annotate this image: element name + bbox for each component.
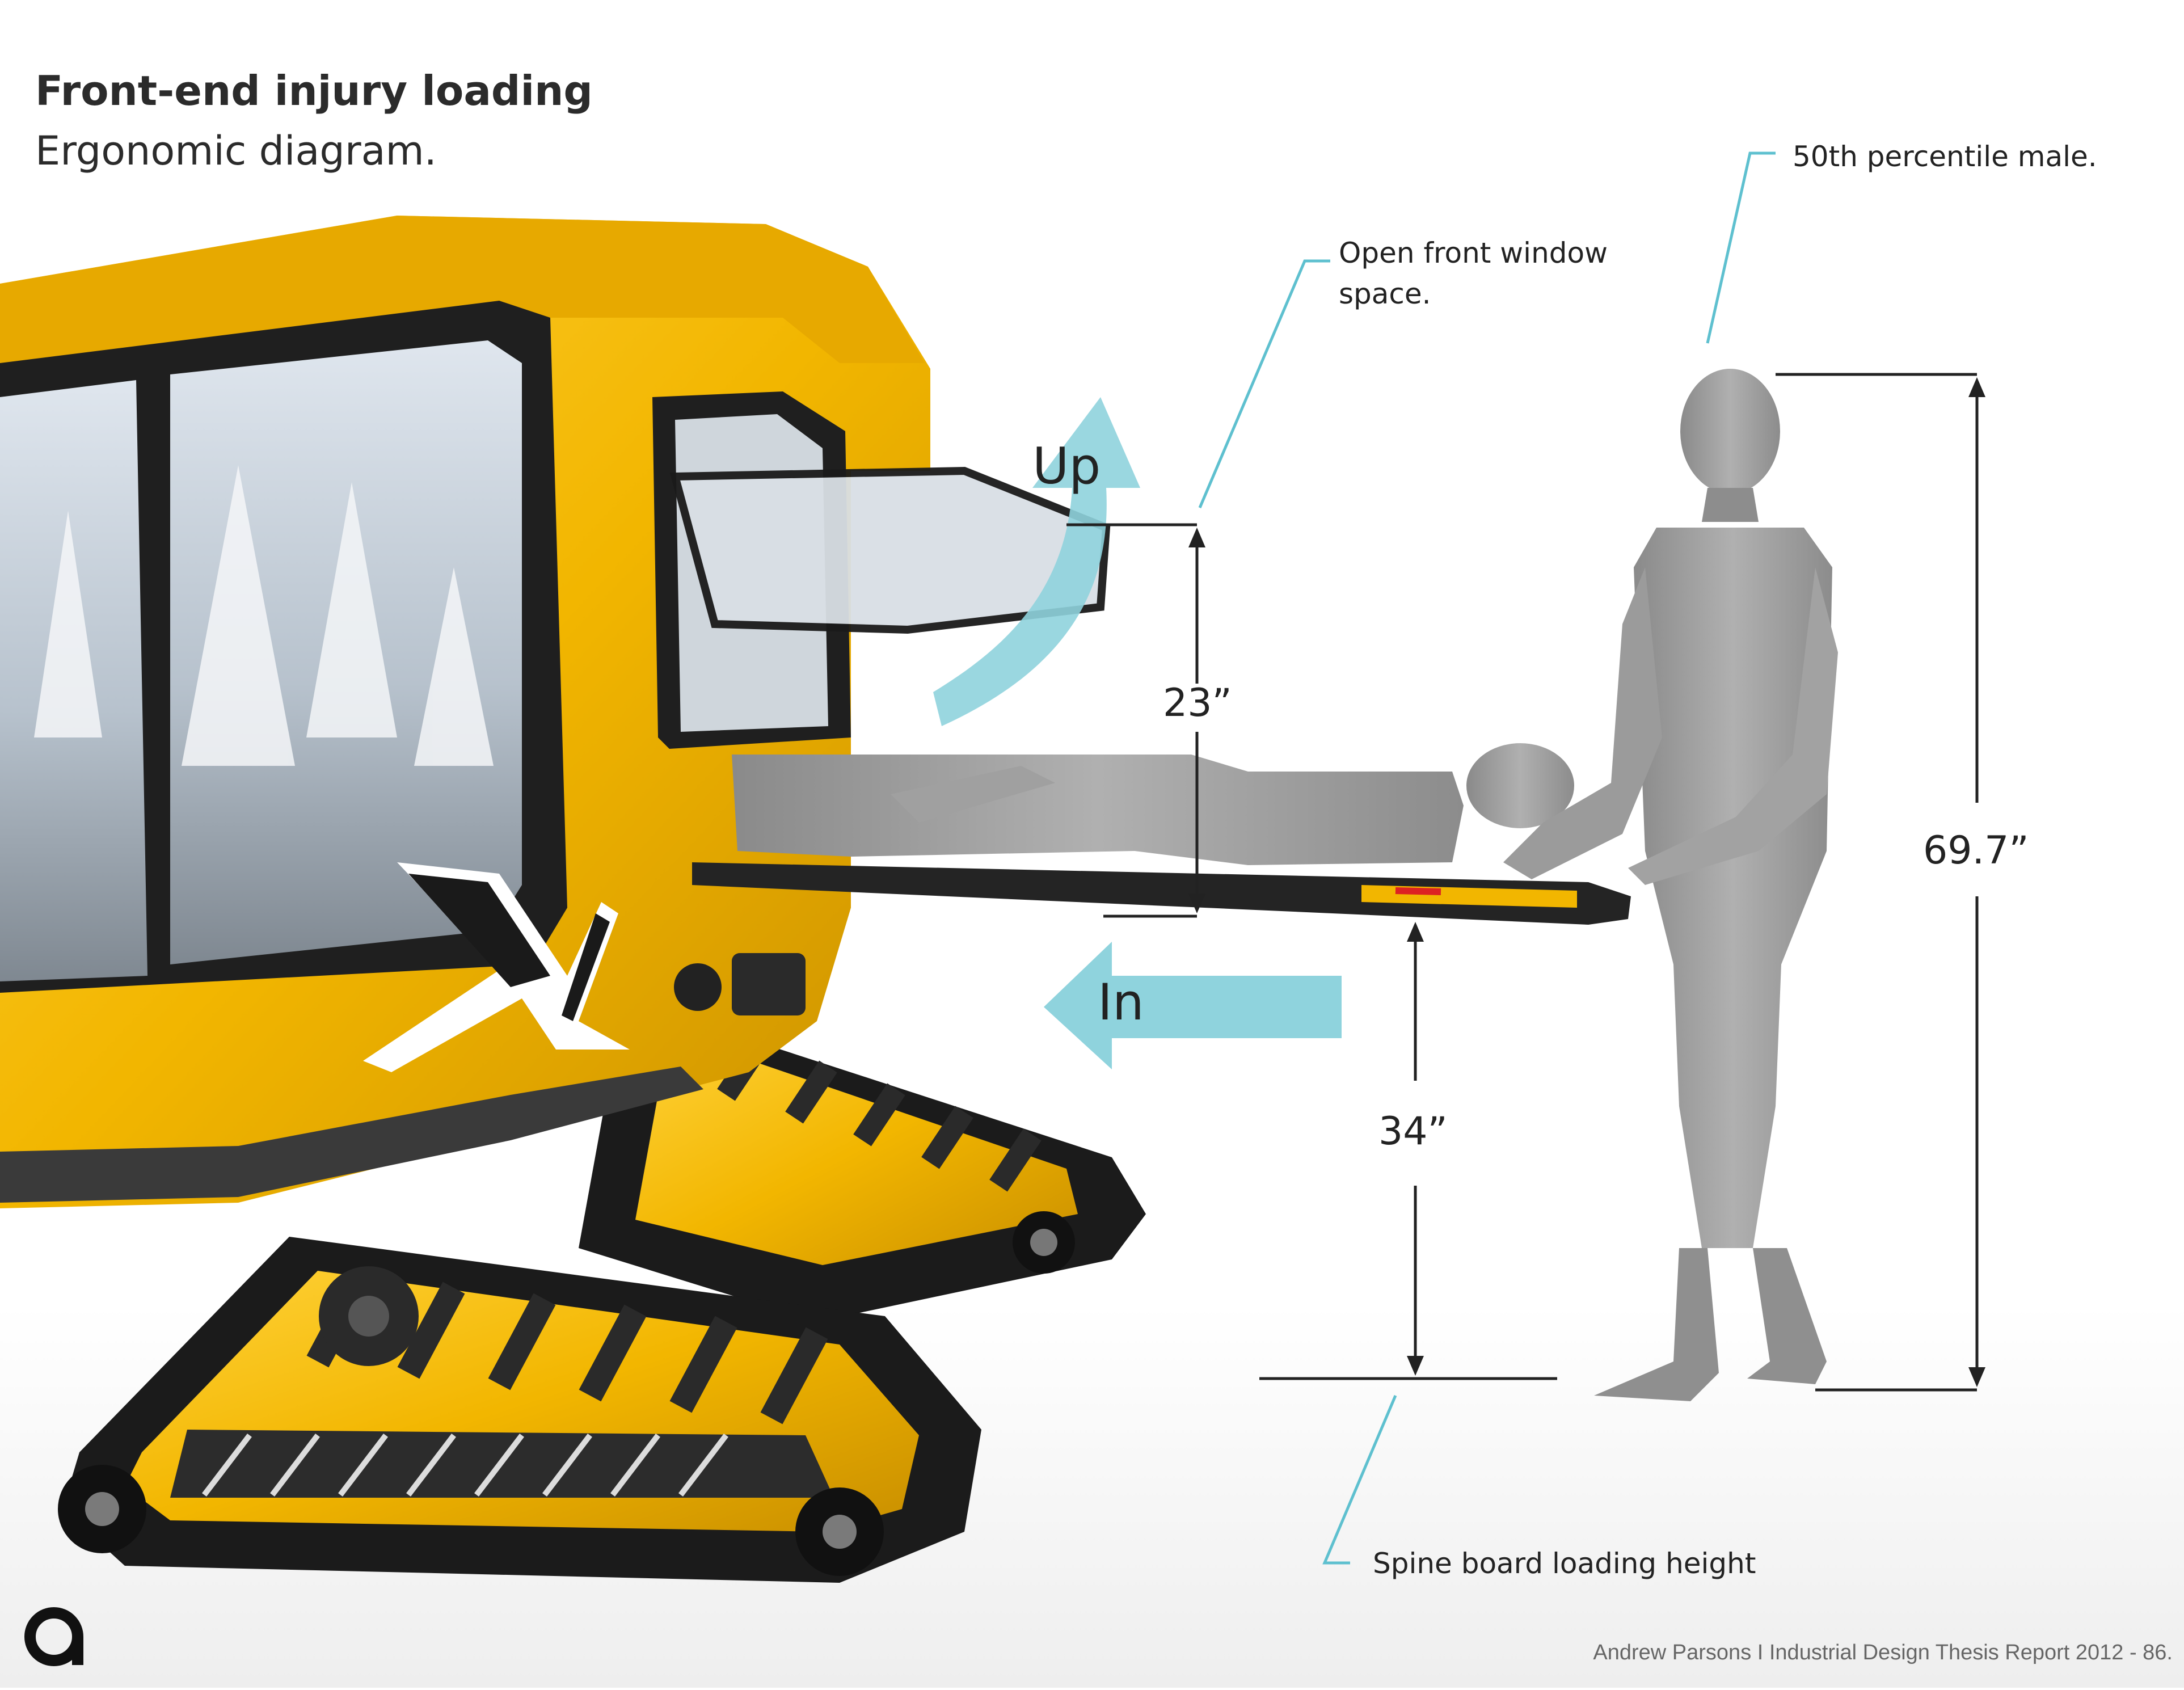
rescue-vehicle [0,216,1146,1583]
page-subtitle: Ergonomic diagram. [35,128,437,174]
up-arrow [933,397,1140,726]
board-height-dimension-label: 34” [1378,1109,1448,1154]
male-annotation: 50th percentile male. [1793,140,2097,173]
x-graphic [363,862,630,1072]
standing-male-figure [1503,369,1838,1401]
window-annotation: Open front window space. [1339,237,1608,310]
front-track [58,1237,981,1583]
grill [732,953,806,1015]
in-arrow-label: In [1098,973,1144,1031]
dimension-arrowheads [1188,377,1985,1387]
footer-credit: Andrew Parsons I Industrial Design Thesi… [1593,1641,2173,1664]
spine-board [692,862,1631,925]
up-arrow-label: Up [1032,437,1101,495]
window-dimension-label: 23” [1163,681,1232,726]
patient-figure [732,743,1574,865]
male-height-dimension-label: 69.7” [1923,828,2029,873]
raised-windshield [669,466,1111,634]
dimension-lines [1066,373,1979,1392]
page-title: Front-end injury loading [35,67,593,115]
leader-lines [1198,151,1776,1565]
in-arrow [1044,942,1342,1069]
spine-annotation: Spine board loading height [1373,1547,1756,1580]
ap-monogram-logo-icon [24,1607,83,1666]
